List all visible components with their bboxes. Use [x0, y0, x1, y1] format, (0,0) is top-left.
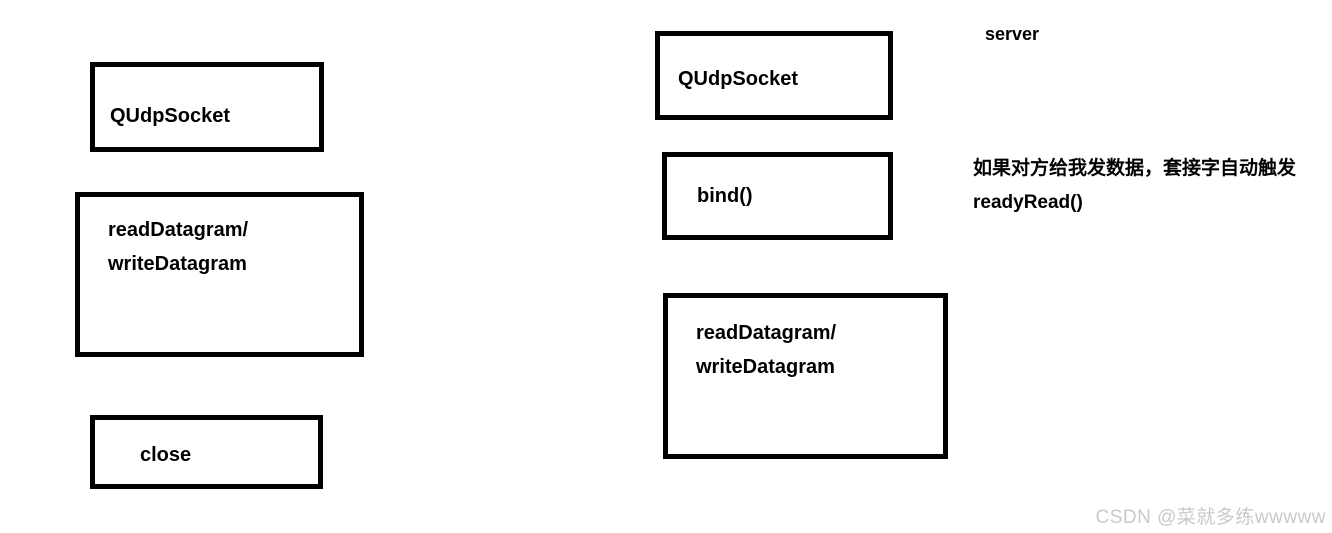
server-label: server — [985, 24, 1040, 44]
left-close-box: close — [90, 415, 323, 489]
left-datagram-line1: readDatagram/ — [108, 219, 249, 241]
left-close-label: close — [140, 443, 192, 466]
right-datagram-line2: writeDatagram — [696, 356, 835, 378]
left-qudpsocket-box: QUdpSocket — [90, 62, 324, 152]
left-datagram-box: readDatagram/ writeDatagram — [75, 192, 364, 357]
readyread-note: 如果对方给我发数据，套接字自动触发 readyRead() — [973, 152, 1296, 220]
csdn-watermark: CSDN @菜就多练wwwww — [1095, 507, 1326, 528]
right-bind-box: bind() — [662, 152, 893, 240]
right-datagram-line1: readDatagram/ — [696, 322, 837, 344]
left-datagram-line2: writeDatagram — [108, 253, 247, 275]
readyread-note-line2: readyRead() — [973, 192, 1083, 213]
right-qudpsocket-box: QUdpSocket — [655, 31, 893, 120]
left-qudpsocket-label: QUdpSocket — [110, 104, 231, 127]
right-bind-label: bind() — [697, 184, 753, 207]
right-qudpsocket-label: QUdpSocket — [678, 67, 799, 90]
right-datagram-box: readDatagram/ writeDatagram — [663, 293, 948, 459]
readyread-note-line1: 如果对方给我发数据，套接字自动触发 — [973, 158, 1297, 179]
